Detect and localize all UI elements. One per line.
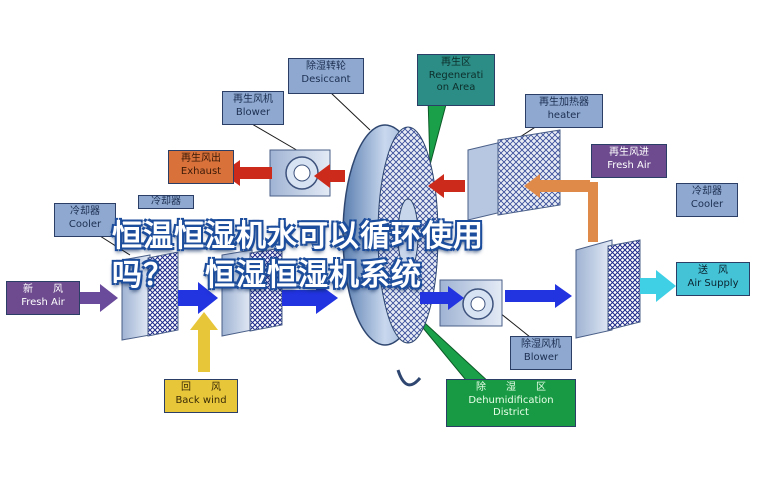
air-supply-arrow (640, 270, 676, 302)
dehum-blower-unit (439, 279, 503, 327)
regen-blower-unit (269, 149, 331, 197)
regen-heater-to-wheel-arrow (428, 174, 465, 198)
regen-wheel-to-blower-arrow (314, 164, 345, 188)
process-arrow-4 (505, 284, 572, 308)
right-cooler-unit (575, 239, 641, 339)
headline-line-1: 恒温恒湿机水可以循环使用 (112, 219, 484, 254)
process-arrow-2 (282, 282, 338, 314)
headline-line-2: 吗？ 恒湿恒湿机系统 (112, 258, 422, 293)
regen-heater-unit (467, 129, 561, 221)
regen-fresh-air-arrow (524, 174, 598, 242)
process-arrow-1 (178, 282, 218, 314)
fresh-air-arrow (80, 284, 118, 312)
cooler-second-label: 冷却器 (138, 195, 194, 209)
process-arrow-3 (420, 286, 464, 310)
regen-exhaust-arrow (222, 160, 272, 186)
second-cooler-unit (221, 247, 283, 337)
left-cooler-unit (121, 251, 179, 341)
regeneration-area-wedge (427, 96, 449, 166)
desiccant-wheel (342, 124, 439, 387)
back-wind-arrow (190, 312, 218, 372)
